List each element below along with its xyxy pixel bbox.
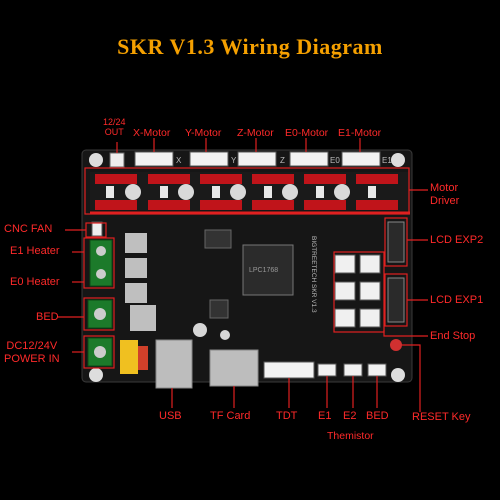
- label-usb: USB: [159, 410, 182, 422]
- label-power-in: DC12/24V POWER IN: [4, 340, 60, 365]
- motor-connectors: [134, 151, 381, 167]
- left-terminals: [87, 221, 113, 367]
- heater-terminals: [89, 239, 113, 287]
- endstop-connectors: [334, 254, 381, 328]
- mosfets: [125, 233, 156, 331]
- label-e1: E1: [318, 410, 332, 422]
- mcu-chip-label: LPC1768: [249, 267, 278, 274]
- e0-motor-connector: [289, 151, 329, 167]
- label-end-stop: End Stop: [430, 330, 476, 342]
- label-e0-heater: E0 Heater: [10, 276, 60, 288]
- label-x-motor: X-Motor: [133, 127, 171, 139]
- page-title: SKR V1.3 Wiring Diagram: [117, 34, 383, 59]
- mount-hole-bl: [89, 368, 103, 382]
- thermistor-bed: [367, 363, 387, 377]
- mount-hole-tr: [391, 153, 405, 167]
- label-tdt: TDT: [276, 410, 298, 422]
- label-z-motor: Z-Motor: [237, 127, 274, 139]
- fuses: [120, 340, 138, 374]
- label-y-motor: Y-Motor: [185, 127, 222, 139]
- thermistor-e2: [343, 363, 363, 377]
- mount-hole-tl: [89, 153, 103, 167]
- label-motor-driver: Motor Driver: [430, 182, 460, 207]
- label-themistor: Themistor: [327, 430, 374, 442]
- slot-label-e0: E0: [330, 156, 340, 165]
- e1-motor-connector: [341, 151, 381, 167]
- tf-card-slot: [209, 349, 259, 387]
- label-bed: BED: [366, 410, 389, 422]
- label-tf-card: TF Card: [210, 410, 251, 422]
- label-out: 12/24 OUT: [103, 117, 126, 137]
- thermistor-e1: [317, 363, 337, 377]
- usb-port: [155, 339, 193, 389]
- board-name-text: BIGTREETECH SKR V1.3: [310, 236, 317, 313]
- slot-label-y: Y: [231, 156, 237, 165]
- label-lcd-exp1: LCD EXP1: [430, 294, 484, 306]
- z-motor-connector: [237, 151, 277, 167]
- label-e1-heater: E1 Heater: [10, 245, 60, 257]
- driver-sockets: [90, 172, 410, 210]
- mcu-chip: [242, 244, 294, 296]
- label-e1-motor: E1-Motor: [338, 127, 382, 139]
- cnc-fan-connector: [91, 221, 103, 237]
- label-reset-key: RESET Key: [412, 411, 471, 423]
- label-bed-power: BED: [36, 311, 59, 323]
- reset-button: [390, 339, 402, 351]
- mount-hole-br: [391, 368, 405, 382]
- x-motor-connector: [134, 151, 174, 167]
- lcd-exp1-header: [387, 277, 405, 323]
- slot-label-x: X: [176, 156, 182, 165]
- label-lcd-exp2: LCD EXP2: [430, 234, 484, 246]
- slot-label-z: Z: [280, 156, 285, 165]
- slot-label-e1: E1: [382, 156, 392, 165]
- label-e2: E2: [343, 410, 357, 422]
- lcd-exp2-header: [387, 221, 405, 263]
- out-connector: [109, 152, 125, 168]
- label-e0-motor: E0-Motor: [285, 127, 329, 139]
- y-motor-connector: [189, 151, 229, 167]
- tdt-header: [263, 361, 315, 379]
- label-cnc-fan: CNC FAN: [4, 223, 53, 235]
